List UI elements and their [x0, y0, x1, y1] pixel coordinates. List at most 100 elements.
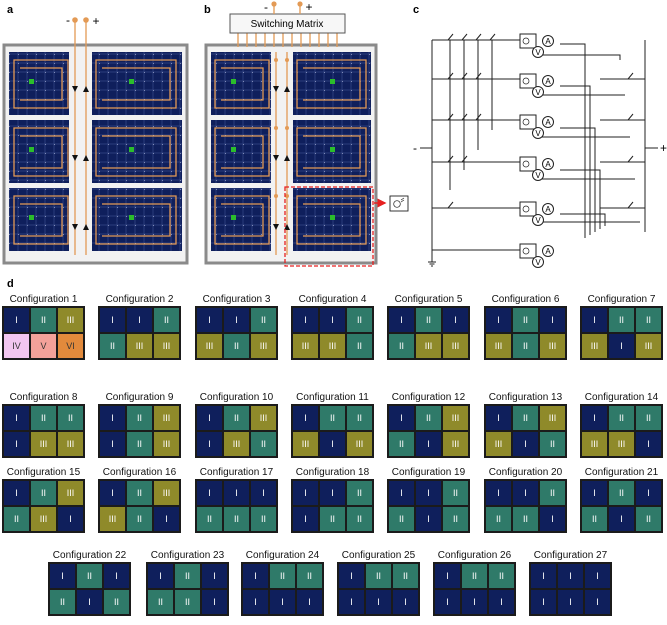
string-group-cell: II — [539, 431, 566, 457]
string-group-cell: I — [557, 563, 584, 589]
string-group-cell: I — [415, 506, 442, 532]
string-group-cell: I — [488, 589, 515, 615]
panel-label-c: c — [413, 4, 420, 16]
a-plus-terminal: + — [92, 14, 99, 28]
string-group-cell: III — [250, 405, 277, 431]
string-group-cell: II — [388, 431, 415, 457]
string-group-cell: II — [30, 307, 57, 333]
string-group-cell: III — [635, 333, 662, 359]
voltmeter-label: V — [535, 258, 541, 267]
string-group-cell: II — [635, 307, 662, 333]
string-group-cell: II — [196, 506, 223, 532]
mppt-icon-b — [389, 195, 409, 212]
string-group-cell: II — [76, 563, 103, 589]
string-group-cell: III — [153, 405, 180, 431]
string-group-cell: II — [174, 563, 201, 589]
string-group-cell: I — [365, 589, 392, 615]
string-group-cell: III — [57, 307, 84, 333]
string-group-cell: I — [103, 563, 130, 589]
string-group-cell: III — [608, 431, 635, 457]
string-group-cell: II — [126, 431, 153, 457]
string-group-cell: III — [153, 480, 180, 506]
configuration-title: Configuration 19 — [391, 467, 466, 478]
string-group-cell: III — [442, 405, 469, 431]
string-group-cell: I — [319, 431, 346, 457]
configuration-title: Configuration 23 — [150, 550, 225, 561]
module-a: - + — [2, 13, 189, 265]
string-group-cell: I — [269, 589, 296, 615]
string-group-cell: I — [292, 480, 319, 506]
ammeter-label: A — [545, 37, 551, 46]
string-group-cell: III — [30, 431, 57, 457]
string-group-cell: III — [292, 333, 319, 359]
string-group-cell: III — [415, 333, 442, 359]
switching-matrix-label: Switching Matrix — [251, 19, 324, 30]
ammeter-label: A — [545, 205, 551, 214]
string-group-cell: I — [223, 480, 250, 506]
string-group-cell: I — [530, 589, 557, 615]
string-group-cell: I — [296, 589, 323, 615]
string-group-cell: III — [539, 405, 566, 431]
string-group-cell: I — [99, 431, 126, 457]
string-group-cell: II — [346, 307, 373, 333]
voltmeter-label: V — [535, 171, 541, 180]
string-group-cell: II — [346, 480, 373, 506]
string-group-cell: II — [269, 563, 296, 589]
configuration-title: Configuration 6 — [491, 294, 560, 305]
string-group-cell: II — [415, 307, 442, 333]
string-group-cell: II — [442, 506, 469, 532]
string-group-cell: II — [635, 405, 662, 431]
configuration-title: Configuration 20 — [488, 467, 563, 478]
string-group-cell: I — [242, 563, 269, 589]
configuration-title: Configuration 24 — [245, 550, 320, 561]
string-group-cell: I — [608, 333, 635, 359]
string-group-cell: I — [99, 307, 126, 333]
string-group-cell: II — [539, 480, 566, 506]
string-group-cell: I — [99, 480, 126, 506]
panel-label-d: d — [7, 278, 14, 290]
ammeter-label: A — [545, 247, 551, 256]
string-group-cell: II — [488, 563, 515, 589]
string-group-cell: I — [319, 480, 346, 506]
string-group-cell: II — [388, 506, 415, 532]
string-group-cell: III — [319, 333, 346, 359]
string-group-cell: II — [485, 506, 512, 532]
configuration-title: Configuration 13 — [488, 392, 563, 403]
string-group-cell: II — [346, 333, 373, 359]
string-group-cell: I — [153, 506, 180, 532]
string-group-cell: V — [30, 333, 57, 359]
string-group-cell: II — [346, 405, 373, 431]
configuration-title: Configuration 15 — [6, 467, 81, 478]
string-group-cell: II — [388, 333, 415, 359]
string-group-cell: I — [608, 506, 635, 532]
configuration-title: Configuration 26 — [437, 550, 512, 561]
string-group-cell: III — [223, 431, 250, 457]
string-group-cell: III — [57, 431, 84, 457]
string-group-cell: II — [3, 506, 30, 532]
string-group-cell: I — [584, 589, 611, 615]
string-group-cell: II — [99, 333, 126, 359]
